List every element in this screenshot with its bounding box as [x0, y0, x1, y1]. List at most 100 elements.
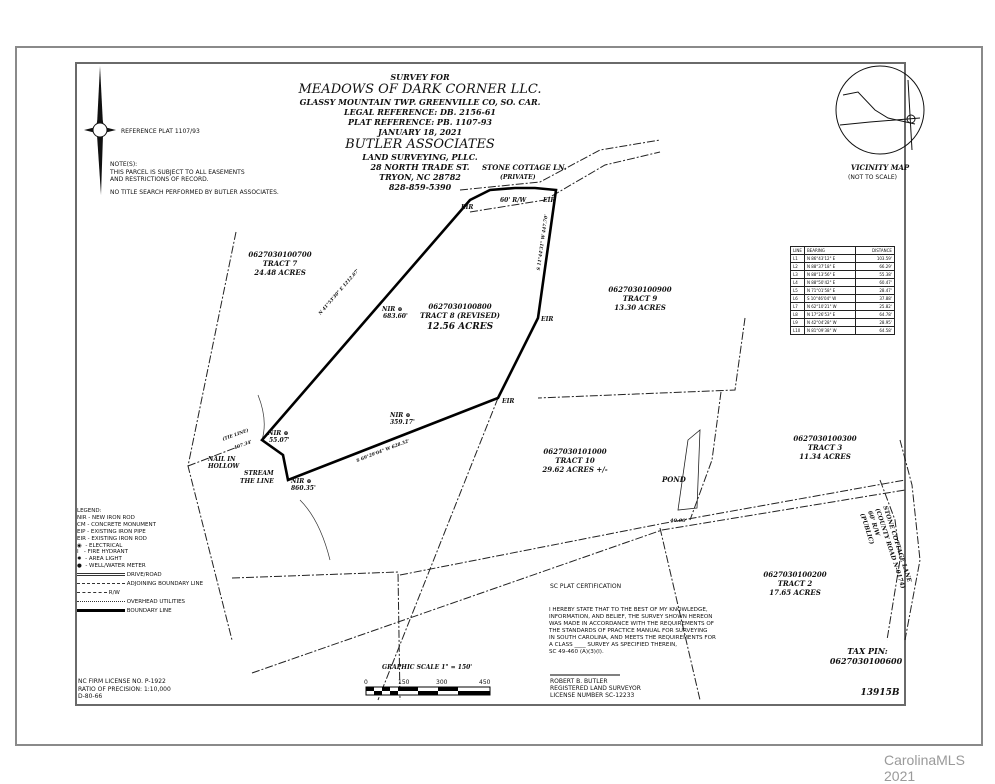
- location: GLASSY MOUNTAIN TWP. GREENVILLE CO, SO. …: [299, 97, 541, 107]
- road-eir: EIR: [543, 197, 556, 204]
- legend-item: R/W: [77, 590, 203, 597]
- legend-item: ◉ - ELECTRICAL: [77, 542, 123, 549]
- page-outer-frame: [15, 46, 983, 746]
- certification-heading: SC PLAT CERTIFICATION: [550, 583, 622, 590]
- road-type: (PRIVATE): [500, 174, 536, 181]
- survey-date: JANUARY 18, 2021: [377, 127, 463, 137]
- hollow-label: HOLLOW: [208, 463, 240, 470]
- drive-width: 40.00': [670, 518, 688, 524]
- legal-reference: LEGAL REFERENCE: DB. 2156-61: [344, 107, 496, 117]
- area-light-icon: ✹: [77, 556, 82, 563]
- vicinity-map: [835, 65, 925, 155]
- header-line: LINE: [790, 246, 805, 255]
- legend-item: EIP - EXISTING IRON PIPE: [77, 528, 146, 535]
- notes-heading: NOTE(S):: [110, 161, 138, 168]
- the-line-label: THE LINE: [240, 478, 274, 485]
- legend-item: I - FIRE HYDRANT: [77, 549, 129, 556]
- legend-item: CM - CONCRETE MONUMENT: [77, 521, 156, 528]
- nir-860: NIR ⊕: [291, 478, 312, 485]
- stream-line: [257, 394, 331, 561]
- plat-reference: PLAT REFERENCE: PB. 1107-93: [348, 117, 492, 127]
- nir-683: NIR ⊕: [382, 306, 403, 313]
- legend-item: ✹ - AREA LIGHT: [77, 556, 122, 563]
- legend: LEGEND: NIR - NEW IRON ROD CM - CONCRETE…: [77, 508, 203, 615]
- legend-heading: LEGEND:: [77, 508, 102, 514]
- legend-item: ● - WELL/WATER METER: [77, 563, 146, 570]
- north-letter: N: [95, 123, 103, 133]
- address-city: TRYON, NC 28782: [379, 172, 461, 182]
- nir-359: NIR ⊕: [390, 412, 411, 419]
- legend-item: DRIVE/ROAD: [77, 572, 203, 579]
- scale-tick-450: 450: [479, 679, 491, 686]
- pond-label: POND: [662, 475, 686, 484]
- well-meter-icon: ●: [77, 563, 82, 570]
- survey-for: SURVEY FOR: [390, 72, 450, 82]
- adjoining-line-tract10-west: [377, 397, 499, 701]
- road-private-north: [459, 139, 661, 191]
- adjoining-line-tract9: [537, 317, 746, 399]
- nail-label: NAIL IN: [208, 456, 236, 463]
- scale-tick-150: 150: [398, 679, 410, 686]
- graphic-scale-title: GRAPHIC SCALE 1" = 150': [382, 664, 473, 671]
- stream-label: STREAM: [244, 470, 274, 477]
- boundary-line: [260, 186, 558, 482]
- eir-nw: EIR: [461, 204, 474, 211]
- legend-item: ADJOINING BOUNDARY LINE: [77, 581, 203, 588]
- tax-pin-value: 0627030100600: [829, 656, 903, 666]
- client-name: MEADOWS OF DARK CORNER LLC.: [298, 82, 542, 97]
- adjoining-line-nail: [187, 445, 241, 467]
- note-line-1: THIS PARCEL IS SUBJECT TO ALL EASEMENTS: [110, 168, 245, 176]
- legend-item: BOUNDARY LINE: [77, 608, 203, 615]
- road-rw: 60' R/W: [500, 197, 527, 204]
- plat-drawing: [84, 65, 925, 701]
- drive-line-upper: [399, 479, 906, 576]
- nir-55: NIR ⊕: [268, 430, 289, 437]
- job-number: 13915B: [860, 688, 900, 698]
- road-public-east: [899, 439, 921, 641]
- note-line-2: AND RESTRICTIONS OF RECORD.: [110, 176, 209, 183]
- legend-item: EIR - EXISTING IRON ROD: [77, 535, 147, 542]
- note-line-3: NO TITLE SEARCH PERFORMED BY BUTLER ASSO…: [110, 189, 279, 196]
- pond-outline: [677, 429, 701, 511]
- legend-item: OVERHEAD UTILITIES: [77, 599, 203, 606]
- tax-pin-label: TAX PIN:: [847, 646, 888, 656]
- fire-hydrant-icon: I: [77, 549, 79, 556]
- legend-item: NIR - NEW IRON ROD: [77, 514, 135, 521]
- title-block: SURVEY FOR MEADOWS OF DARK CORNER LLC. G…: [270, 72, 570, 192]
- scale-tick-300: 300: [436, 679, 448, 686]
- road-private-south: [469, 151, 661, 213]
- header-bearing: BEARING: [803, 246, 856, 255]
- north-arrow-compass-icon: [84, 66, 116, 195]
- adjoining-line-tract2: [659, 527, 701, 701]
- adjoining-line-south: [231, 571, 401, 701]
- address-street: 28 NORTH TRADE ST.: [370, 162, 470, 172]
- firm-name: BUTLER ASSOCIATES: [345, 137, 495, 152]
- electrical-icon: ◉: [77, 542, 82, 549]
- nir-860-value: 860.35': [291, 485, 316, 492]
- adjoining-line-tract3: [689, 391, 722, 521]
- eir-east: EIR: [541, 316, 554, 323]
- watermark: CarolinaMLS 2021: [884, 752, 965, 784]
- eir-south: EIR: [502, 398, 515, 405]
- firm-sub: LAND SURVEYING, PLLC.: [362, 152, 478, 162]
- road-public-west: [879, 479, 901, 641]
- vicinity-map-title: VICINITY MAP: [850, 163, 910, 172]
- vicinity-map-subtitle: (NOT TO SCALE): [848, 174, 897, 181]
